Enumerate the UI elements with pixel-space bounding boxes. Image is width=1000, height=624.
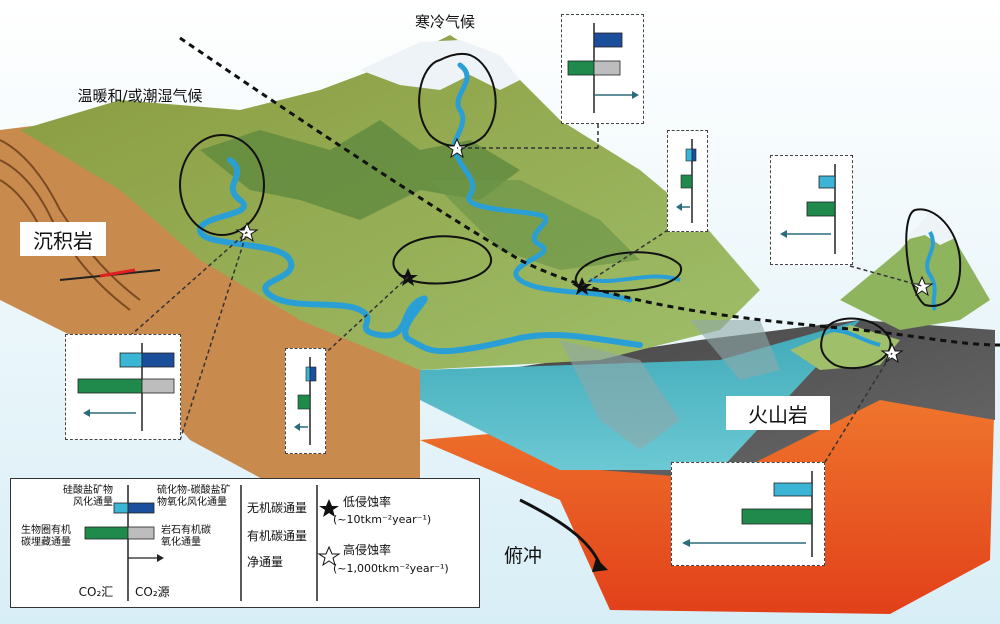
flux-inset-coast xyxy=(671,462,825,566)
warm-climate-label: 温暖和/或潮湿气候 xyxy=(77,86,203,105)
snow-peak xyxy=(360,40,520,90)
flux-inset-mid xyxy=(285,348,326,454)
petrogenic-bar xyxy=(141,378,175,394)
legend-silicate: 硅酸盐矿物 风化通量 xyxy=(63,485,113,508)
sulfide-bar xyxy=(141,352,175,368)
inset-connectors xyxy=(129,124,923,463)
legend-high-erosion-value: (~1,000tkm⁻²year⁻¹) xyxy=(333,562,449,575)
legend-net: 净通量 xyxy=(247,555,284,569)
legend-co2-source: CO₂源 xyxy=(135,585,170,599)
catchment-mid xyxy=(392,235,493,285)
cold-climate-label: 寒冷气候 xyxy=(414,12,475,31)
catchment-volcano xyxy=(905,208,962,307)
legend-low-erosion: 低侵蚀率 xyxy=(343,495,392,509)
biosphere-bar xyxy=(77,378,143,394)
volcanic-label: 火山岩 xyxy=(726,396,830,430)
legend-organic: 有机碳通量 xyxy=(247,529,308,543)
flux-inset-cold xyxy=(561,14,644,124)
silicate-bar xyxy=(119,352,143,368)
legend-sulfide: 硫化物-碳酸盐矿 物氧化风化通量 xyxy=(157,485,231,508)
subduction-arrow-icon xyxy=(519,498,602,566)
legend: 硅酸盐矿物 风化通量 硫化物-碳酸盐矿 物氧化风化通量 生物圈有机 碳埋藏通量 … xyxy=(10,478,480,608)
legend-inorganic: 无机碳通量 xyxy=(247,501,308,515)
mountain-river xyxy=(451,62,633,303)
white-star-icon xyxy=(317,545,341,567)
flux-inset-warm xyxy=(65,334,181,440)
flux-inset-volcano xyxy=(770,155,853,265)
legend-biosphere: 生物圈有机 碳埋藏通量 xyxy=(21,525,71,548)
legend-petrogenic: 岩石有机碳 氧化通量 xyxy=(161,525,211,548)
sedimentary-label: 沉积岩 xyxy=(20,222,106,256)
silicate-swatch xyxy=(113,502,129,514)
sulfide-bar xyxy=(593,32,623,48)
volcano-island xyxy=(840,215,990,330)
catchment-warm xyxy=(179,134,265,236)
catchment-coast xyxy=(820,317,892,370)
black-star-icon xyxy=(572,277,592,295)
legend-low-erosion-value: (~10tkm⁻²year⁻¹) xyxy=(333,513,432,526)
biosphere-swatch xyxy=(84,526,129,540)
legend-high-erosion: 高侵蚀率 xyxy=(343,543,392,557)
legend-co2-sink: CO₂汇 xyxy=(78,585,114,599)
black-star-icon xyxy=(319,499,339,517)
biosphere-bar xyxy=(567,60,595,76)
main-river xyxy=(196,157,643,355)
flux-inset-lowland xyxy=(667,130,708,232)
petrogenic-bar xyxy=(593,60,621,76)
petrogenic-swatch xyxy=(127,526,155,540)
catchment-cold xyxy=(418,52,497,148)
subduction-label: 俯冲 xyxy=(503,544,542,567)
sulfide-swatch xyxy=(127,502,155,514)
